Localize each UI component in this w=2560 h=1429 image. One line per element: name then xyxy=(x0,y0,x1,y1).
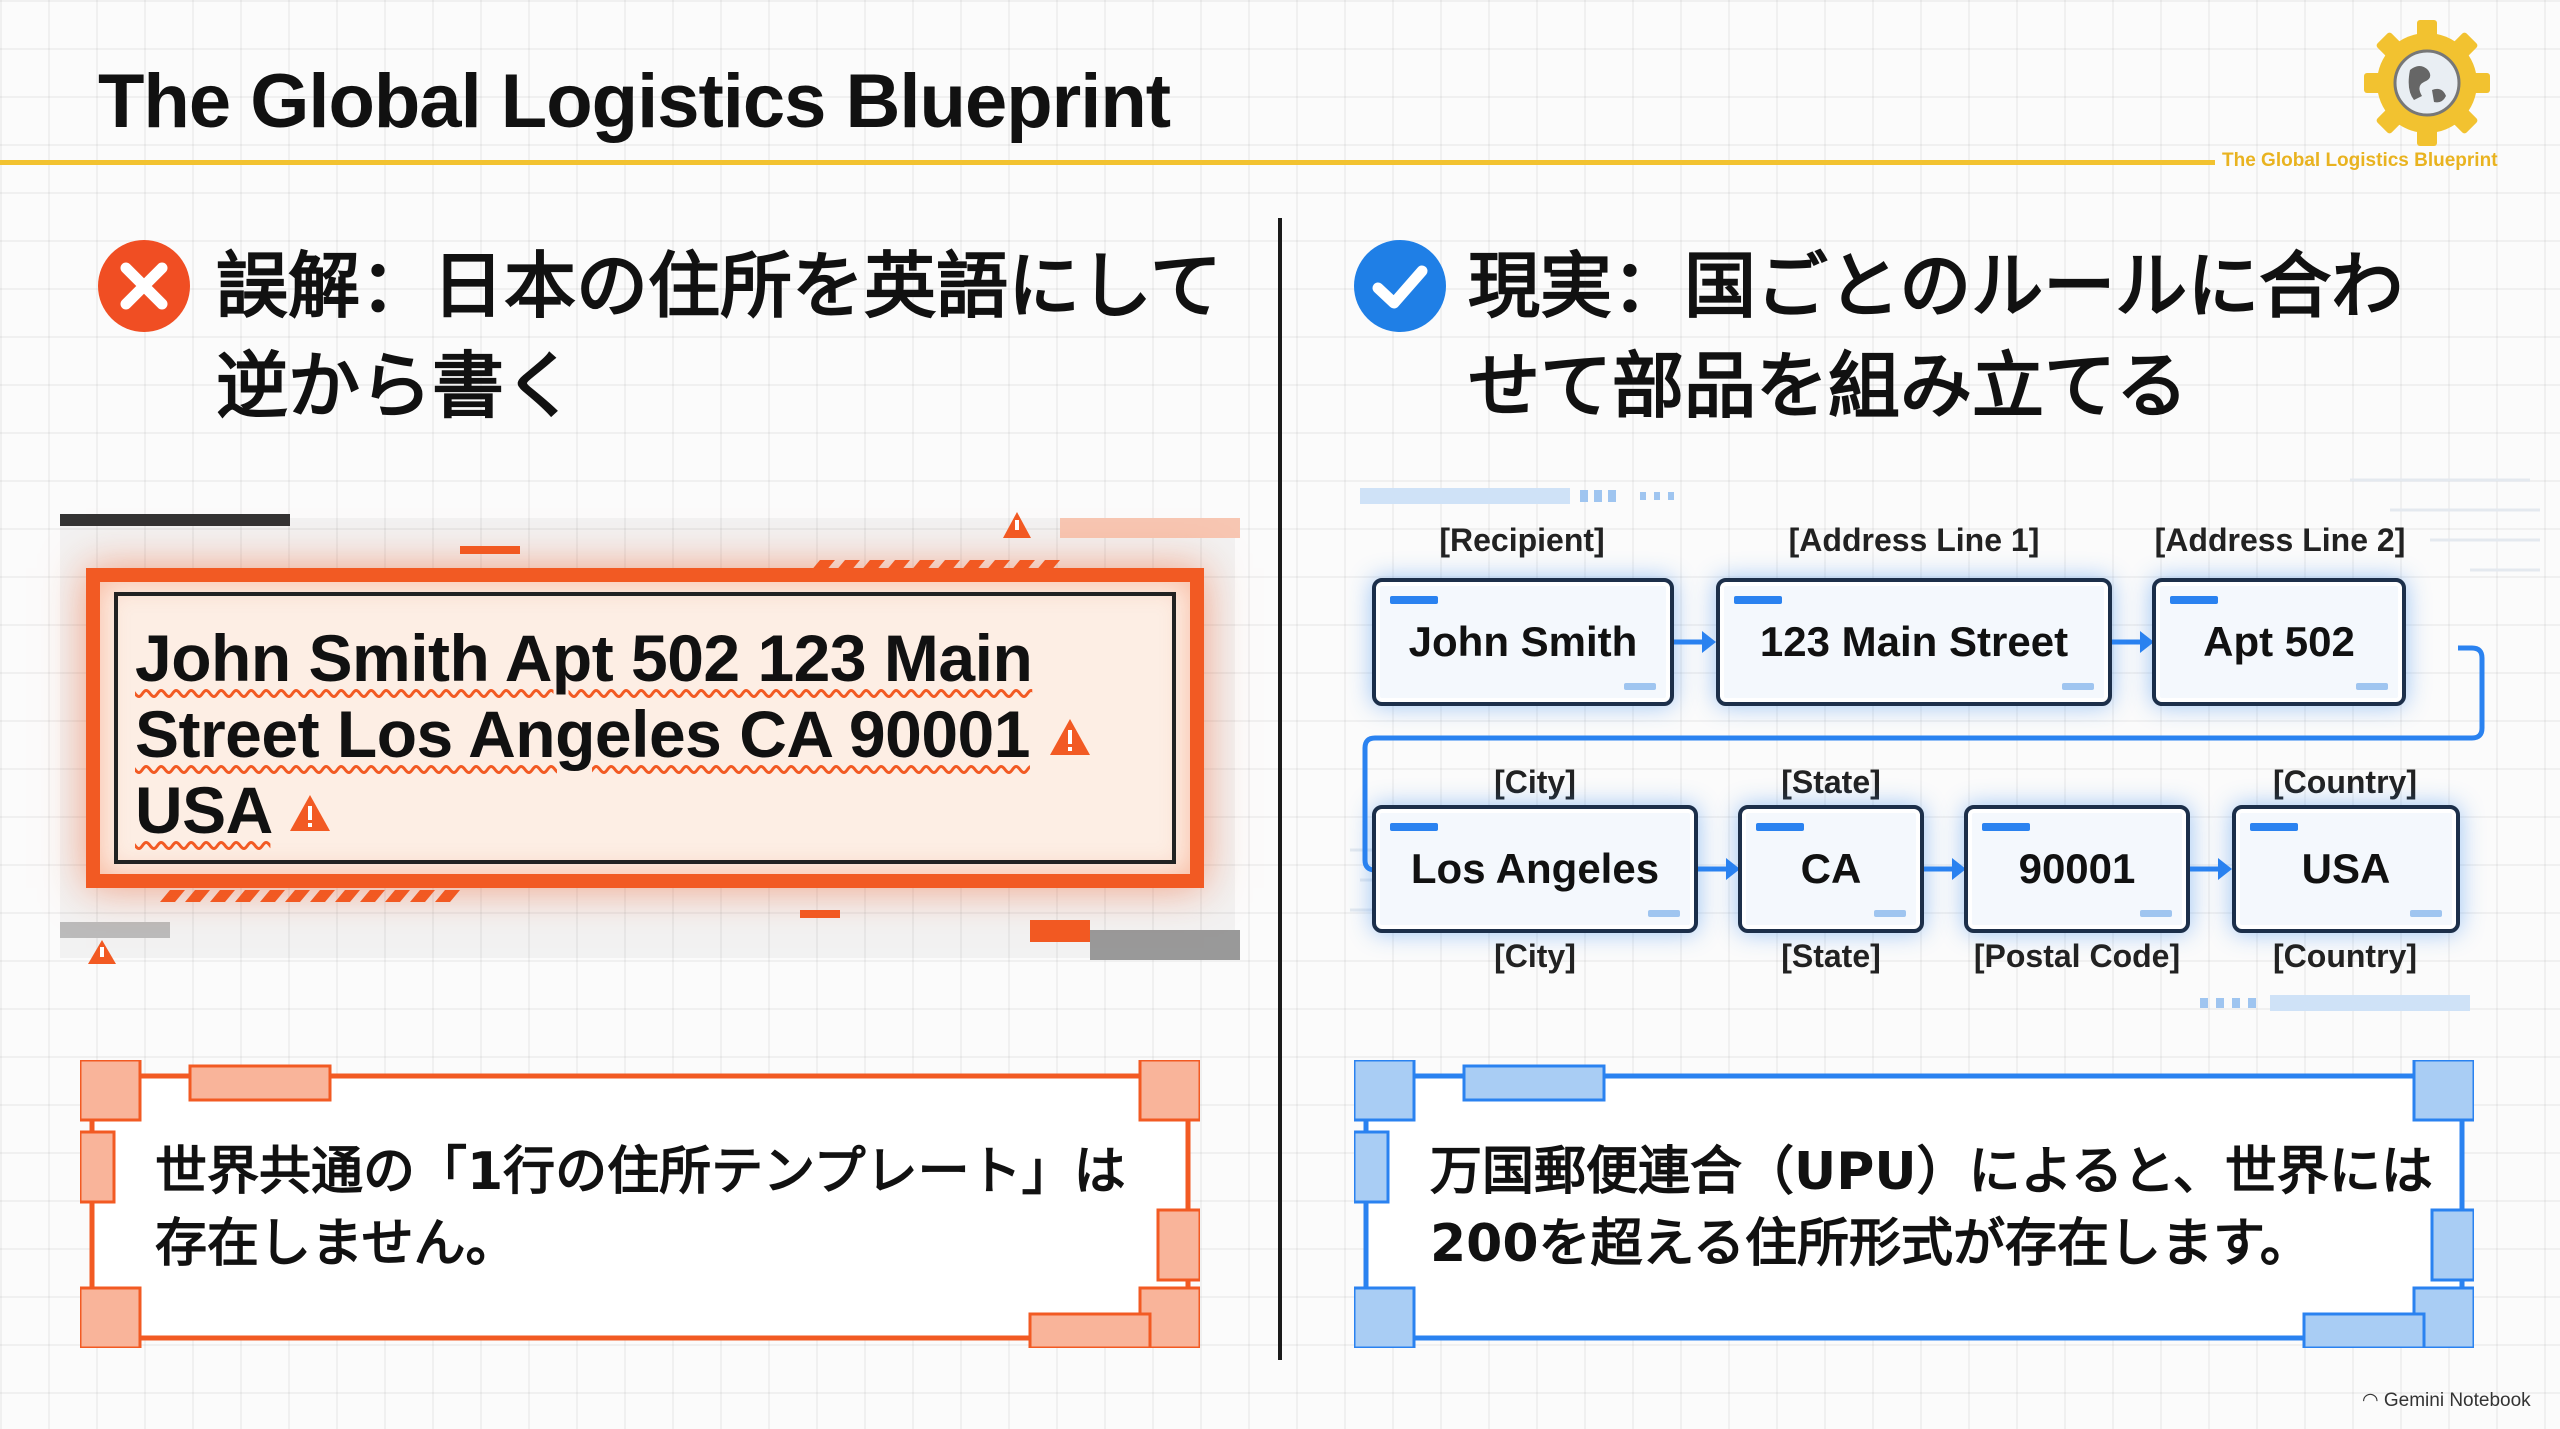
right-callout-text: 万国郵便連合（UPU）によると、世界には200を超える住所形式が存在します。 xyxy=(1430,1142,2433,1274)
brand-label: The Global Logistics Blueprint xyxy=(2222,150,2498,171)
address-part-line2: Apt 502 xyxy=(2152,578,2406,706)
address-part-value: Los Angeles xyxy=(1410,845,1660,892)
arrow-right-icon xyxy=(1924,858,1966,880)
watermark-icon: ◠ xyxy=(2362,1390,2379,1411)
field-label: [State] xyxy=(1781,938,1881,974)
address-part-value: 123 Main Street xyxy=(1759,618,2069,665)
wrong-address-card xyxy=(86,568,1204,888)
close-icon xyxy=(120,262,168,310)
field-label: [City] xyxy=(1494,764,1576,800)
wrong-address-text: John Smith Apt 502 123 Main Street Los A… xyxy=(135,620,1185,848)
warning-triangle-icon xyxy=(290,795,331,831)
reality-heading: 現実：国ごとのルールに合わせて部品を組み立てる xyxy=(1468,244,2404,428)
check-icon xyxy=(1372,265,1428,309)
field-label: [Recipient] xyxy=(1439,522,1605,558)
callout-frame-right xyxy=(1354,1060,2474,1348)
address-line: John Smith Apt 502 123 Main xyxy=(135,621,1033,695)
address-part-value: CA xyxy=(1800,845,1862,892)
address-line: USA xyxy=(135,773,271,847)
center-divider xyxy=(1278,218,1282,1360)
warning-triangle-icon xyxy=(1049,719,1090,755)
watermark-text: Gemini Notebook xyxy=(2383,1390,2531,1411)
address-part-postal: 90001 xyxy=(1964,805,2190,933)
page-title: The Global Logistics Blueprint xyxy=(98,59,1171,144)
field-label: [Country] xyxy=(2273,764,2417,800)
address-part-state: CA xyxy=(1738,805,1924,933)
field-label: [Postal Code] xyxy=(1973,938,2181,974)
address-part-value: 90001 xyxy=(2018,845,2136,892)
watermark: ◠ Gemini Notebook xyxy=(2362,1389,2531,1412)
arrow-right-icon xyxy=(1674,631,1716,653)
error-badge xyxy=(98,240,190,332)
warning-triangle-icon xyxy=(88,940,116,964)
arrow-right-icon xyxy=(1698,858,1740,880)
misconception-heading: 誤解：日本の住所を英語にして逆から書く xyxy=(216,244,1222,428)
circuit-decoration xyxy=(1350,478,2540,1011)
field-label: [State] xyxy=(1781,764,1881,800)
address-part-recipient: John Smith xyxy=(1372,578,1674,706)
address-part-value: USA xyxy=(2301,845,2391,892)
address-line: Street Los Angeles CA 90001 xyxy=(135,697,1030,771)
field-label: [Country] xyxy=(2273,938,2417,974)
address-part-value: Apt 502 xyxy=(2203,618,2355,665)
left-callout-text: 世界共通の「1行の住所テンプレート」は存在しません。 xyxy=(155,1142,1126,1274)
address-part-city: Los Angeles xyxy=(1372,805,1698,933)
gear-globe-icon xyxy=(2364,20,2490,146)
success-badge xyxy=(1354,240,1446,332)
field-label: [Address Line 2] xyxy=(2154,522,2406,558)
field-label: [Address Line 1] xyxy=(1788,522,2040,558)
arrow-right-icon xyxy=(2190,858,2232,880)
address-part-value: John Smith xyxy=(1408,618,1638,665)
address-part-country: USA xyxy=(2232,805,2460,933)
title-underline xyxy=(0,160,2215,165)
warning-triangle-icon xyxy=(1003,512,1031,538)
arrow-right-icon xyxy=(2112,631,2154,653)
card-inner-frame xyxy=(114,592,1176,864)
address-part-line1: 123 Main Street xyxy=(1716,578,2112,706)
callout-frame-left xyxy=(80,1060,1200,1348)
field-label: [City] xyxy=(1494,938,1576,974)
